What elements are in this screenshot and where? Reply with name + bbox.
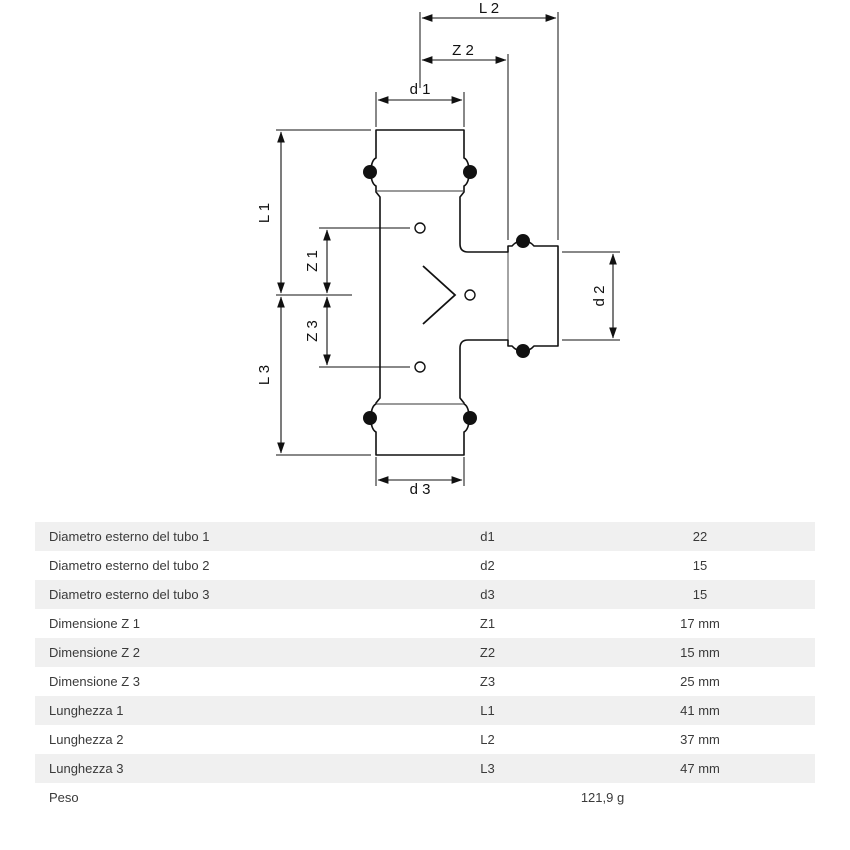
o-ring-top-left: [363, 165, 377, 179]
spec-label: Dimensione Z 3: [49, 674, 141, 689]
spec-table: Diametro esterno del tubo 1 d1 22 Diamet…: [35, 522, 815, 812]
table-row: Dimensione Z 1 Z1 17 mm: [35, 609, 815, 638]
dim-label-l3: L 3: [256, 365, 273, 385]
table-row: Lunghezza 3 L3 47 mm: [35, 754, 815, 783]
o-ring-branch-top: [516, 234, 530, 248]
dim-label-d2: d 2: [591, 286, 608, 307]
tee-fitting-outline: [369, 129, 559, 456]
spec-label: Diametro esterno del tubo 2: [49, 558, 210, 573]
dim-label-z1: Z 1: [304, 250, 321, 272]
o-ring-seals: [363, 165, 530, 425]
spec-value: 22: [692, 529, 708, 544]
table-row: Diametro esterno del tubo 2 d2 15: [35, 551, 815, 580]
extension-lines: [276, 12, 620, 486]
spec-value: 25 mm: [680, 674, 720, 689]
o-ring-bottom-right: [463, 411, 477, 425]
o-ring-top-right: [463, 165, 477, 179]
spec-symbol: Z2: [479, 645, 496, 660]
spec-value: 15: [692, 587, 708, 602]
table-row: Diametro esterno del tubo 3 d3 15: [35, 580, 815, 609]
spec-value: 41 mm: [680, 703, 720, 718]
spec-label: Lunghezza 2: [49, 732, 124, 747]
spec-label: Peso: [49, 790, 79, 805]
dim-label-l2: L 2: [479, 0, 499, 17]
spec-symbol: L2: [480, 732, 495, 747]
spec-symbol: L1: [480, 703, 495, 718]
dim-label-d1: d 1: [410, 81, 431, 98]
dim-label-d3: d 3: [410, 481, 431, 498]
depth-marker-z2: [464, 289, 476, 301]
spec-label: Dimensione Z 2: [49, 645, 141, 660]
table-row: Lunghezza 2 L2 37 mm: [35, 725, 815, 754]
dim-label-z2: Z 2: [452, 42, 474, 59]
spec-value: 121,9 g: [580, 790, 625, 805]
insertion-depth-markers: [414, 222, 476, 373]
dim-label-z3: Z 3: [304, 320, 321, 342]
tee-fitting-diagram: L 2 Z 2 d 1 L 1 Z 1 Z 3 L 3 d 2 d 3: [256, 0, 620, 498]
spec-value: 15 mm: [680, 645, 720, 660]
spec-value: 15: [692, 558, 708, 573]
spec-symbol: d3: [480, 587, 495, 602]
spec-symbol: Z3: [479, 674, 496, 689]
table-row: Dimensione Z 3 Z3 25 mm: [35, 667, 815, 696]
spec-value: 17 mm: [680, 616, 720, 631]
dimension-lines: [277, 14, 617, 484]
table-row-peso: Peso 121,9 g: [35, 783, 815, 812]
spec-symbol: L3: [480, 761, 495, 776]
dim-label-l1: L 1: [256, 203, 273, 223]
depth-marker-z3: [414, 361, 426, 373]
spec-label: Dimensione Z 1: [49, 616, 141, 631]
depth-marker-z1: [414, 222, 426, 234]
table-row: Dimensione Z 2 Z2 15 mm: [35, 638, 815, 667]
spec-label: Diametro esterno del tubo 1: [49, 529, 210, 544]
spec-label: Lunghezza 1: [49, 703, 124, 718]
spec-label: Lunghezza 3: [49, 761, 124, 776]
table-row: Lunghezza 1 L1 41 mm: [35, 696, 815, 725]
o-ring-bottom-left: [363, 411, 377, 425]
spec-symbol: Z1: [479, 616, 496, 631]
spec-symbol: d1: [480, 529, 495, 544]
flow-chevron-icon: [422, 265, 457, 325]
spec-symbol: d2: [480, 558, 495, 573]
table-row: Diametro esterno del tubo 1 d1 22: [35, 522, 815, 551]
spec-value: 47 mm: [680, 761, 720, 776]
o-ring-branch-bottom: [516, 344, 530, 358]
spec-label: Diametro esterno del tubo 3: [49, 587, 210, 602]
spec-value: 37 mm: [680, 732, 720, 747]
